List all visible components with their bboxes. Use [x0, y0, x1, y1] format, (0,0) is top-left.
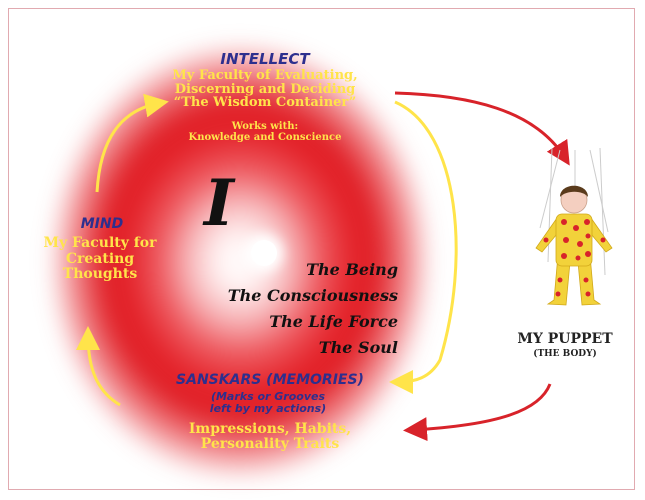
arrow-intellect-to-puppet [394, 91, 570, 166]
life-force-item: The Life Force [269, 312, 398, 331]
puppet-subtitle: (THE BODY) [533, 349, 597, 359]
puppet-figure [535, 185, 613, 306]
mind-line-2: Creating [65, 250, 135, 267]
intellect-line-3: “The Wisdom Container” [173, 95, 357, 111]
intellect-works-items: Knowledge and Conscience [188, 131, 342, 143]
self-letter-i: I [204, 166, 234, 241]
sanskars-line-1: Impressions, Habits, [188, 421, 352, 437]
puppet-strings [539, 147, 609, 276]
arrow-puppet-to-sanskars [403, 383, 552, 442]
consciousness-item: The Consciousness [227, 286, 398, 305]
sanskars-sub-line-2: left by my actions) [209, 401, 327, 415]
intellect-works-label: Works with: [231, 121, 299, 132]
sanskars-description: Impressions, Habits, Personality Traits [160, 421, 380, 453]
mind-line-1: My Faculty for [43, 235, 157, 251]
intellect-description: My Faculty of Evaluating, Discerning and… [140, 69, 390, 110]
intellect-works-with: Works with: Knowledge and Conscience [160, 121, 370, 143]
arrow-mind-to-intellect [95, 93, 169, 193]
intellect-title: INTELLECT [220, 50, 310, 68]
soul-light-core [251, 240, 277, 266]
sanskars-sub-line-1: (Marks or Grooves [210, 390, 326, 403]
intellect-line-2: Discerning and Deciding [174, 81, 356, 97]
sanskars-line-2: Personality Traits [200, 436, 340, 453]
soul-item: The Soul [318, 338, 398, 357]
sanskars-title: SANSKARS (MEMORIES) [176, 372, 364, 388]
intellect-line-1: My Faculty of Evaluating, [172, 68, 358, 83]
red-aura [30, 22, 450, 482]
arrow-intellect-to-sanskars [389, 100, 458, 394]
mind-description: My Faculty for Creating Thoughts [30, 235, 170, 283]
mind-line-3: Thoughts [62, 266, 138, 283]
mind-title: MIND [80, 216, 124, 232]
puppet-title: MY PUPPET [517, 331, 613, 347]
sanskars-subtitle: (Marks or Grooves left by my actions) [168, 391, 368, 414]
being-item: The Being [306, 260, 398, 279]
arrow-sanskars-to-mind [76, 326, 121, 407]
